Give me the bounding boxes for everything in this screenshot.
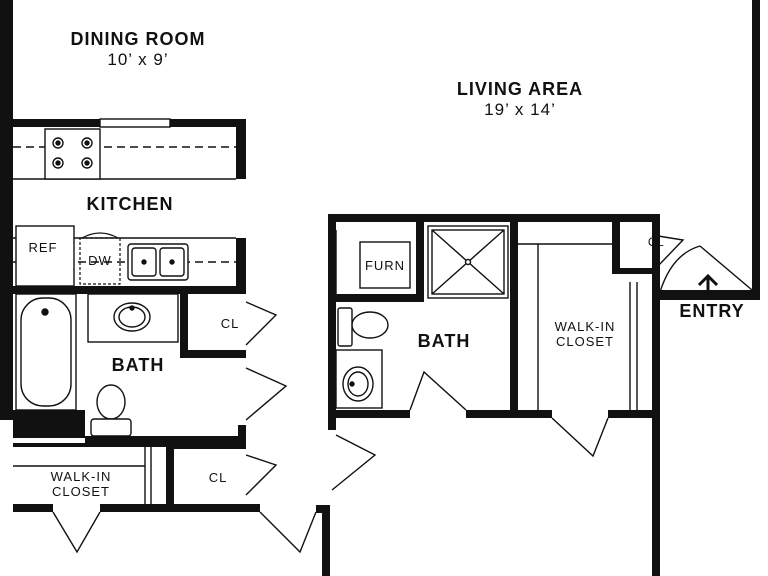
kitchen-label: KITCHEN — [86, 194, 174, 214]
dining-room-size: 10’ x 9’ — [107, 49, 169, 69]
wall-left-outer — [0, 0, 13, 420]
wall-right-outer — [752, 0, 760, 300]
walkin-closet-right-line2: CLOSET — [555, 333, 614, 349]
toilet-left-icon — [90, 384, 132, 437]
toilet-right-icon — [337, 307, 389, 347]
wall-bath-right-left — [328, 214, 336, 430]
wall-walkin-left-right — [166, 443, 174, 511]
wall-walkin-right-bottom2 — [608, 410, 660, 418]
closet-label: CL — [647, 235, 665, 249]
wall-entry-top — [660, 290, 760, 300]
wall-cl-right-bottom — [612, 268, 658, 274]
door-swings — [52, 235, 753, 554]
refrigerator-icon — [15, 225, 75, 287]
wall-kitchen-lower-end — [236, 238, 246, 294]
closet-label: CL — [220, 316, 240, 331]
entry-label: ENTRY — [679, 301, 745, 321]
bath-left-label: BATH — [111, 355, 165, 375]
walkin-closet-right-line1: WALK-IN — [554, 319, 616, 334]
wall-cl-lower-top — [174, 443, 246, 449]
dishwasher-icon — [79, 232, 121, 285]
walkin-closet-right-label: WALK-IN CLOSET — [540, 319, 630, 350]
walkin-closet-left-label: WALK-IN CLOSET — [14, 469, 148, 500]
wall-kitchen-upper-end — [236, 119, 246, 179]
wall-bath-left-side — [238, 425, 246, 445]
bath-sink-right-icon — [335, 349, 383, 409]
wall-furn-bottom — [336, 294, 424, 302]
shower-icon — [427, 225, 509, 299]
wall-hall-left — [322, 505, 330, 576]
wall-bath-right-bottom2 — [466, 410, 518, 418]
wall-furn-right — [416, 222, 424, 302]
bath-right-label: BATH — [417, 331, 471, 351]
bathtub-icon — [15, 293, 77, 411]
bath-sink-left-icon — [87, 293, 179, 343]
dining-room-label: DINING ROOM 10’ x 9’ — [40, 29, 236, 69]
wall-bath-right-bottom — [336, 410, 410, 418]
stove-icon — [44, 128, 101, 180]
kitchen-sink-icon — [127, 243, 189, 281]
wall-bath-right-divider — [510, 222, 518, 418]
wall-bath-left-bottom2 — [85, 436, 245, 444]
living-area-name: LIVING AREA — [456, 79, 584, 99]
walkin-closet-left-line1: WALK-IN — [50, 469, 112, 484]
wall-cl-lower-bottom — [174, 504, 260, 512]
wall-entry-left — [652, 270, 660, 412]
walkin-closet-left-line2: CLOSET — [51, 483, 110, 499]
wall-cl-right-left — [612, 222, 620, 274]
closet-label: CL — [208, 470, 228, 485]
wall-walkin-left-bottom — [13, 504, 53, 512]
wall-hall-right — [652, 412, 660, 576]
dining-room-name: DINING ROOM — [70, 29, 206, 49]
wall-bath-left-bottom — [13, 410, 85, 438]
wall-kitchen-lower — [13, 286, 245, 294]
up-arrow-icon — [694, 273, 722, 305]
living-area-label: LIVING AREA 19’ x 14’ — [420, 79, 620, 119]
refrigerator-label: REF — [28, 240, 58, 255]
wall-walkin-left-top — [13, 443, 173, 447]
dishwasher-label: DW — [88, 253, 112, 268]
wall-walkin-right-bottom — [518, 410, 552, 418]
living-area-size: 19’ x 14’ — [484, 99, 556, 119]
furnace-icon — [335, 230, 411, 294]
wall-bath-left-cl-bottom — [180, 350, 246, 358]
wall-bath-left-right — [180, 294, 188, 354]
furnace-label: FURN — [364, 258, 406, 273]
wall-bath-right-top — [328, 214, 660, 222]
